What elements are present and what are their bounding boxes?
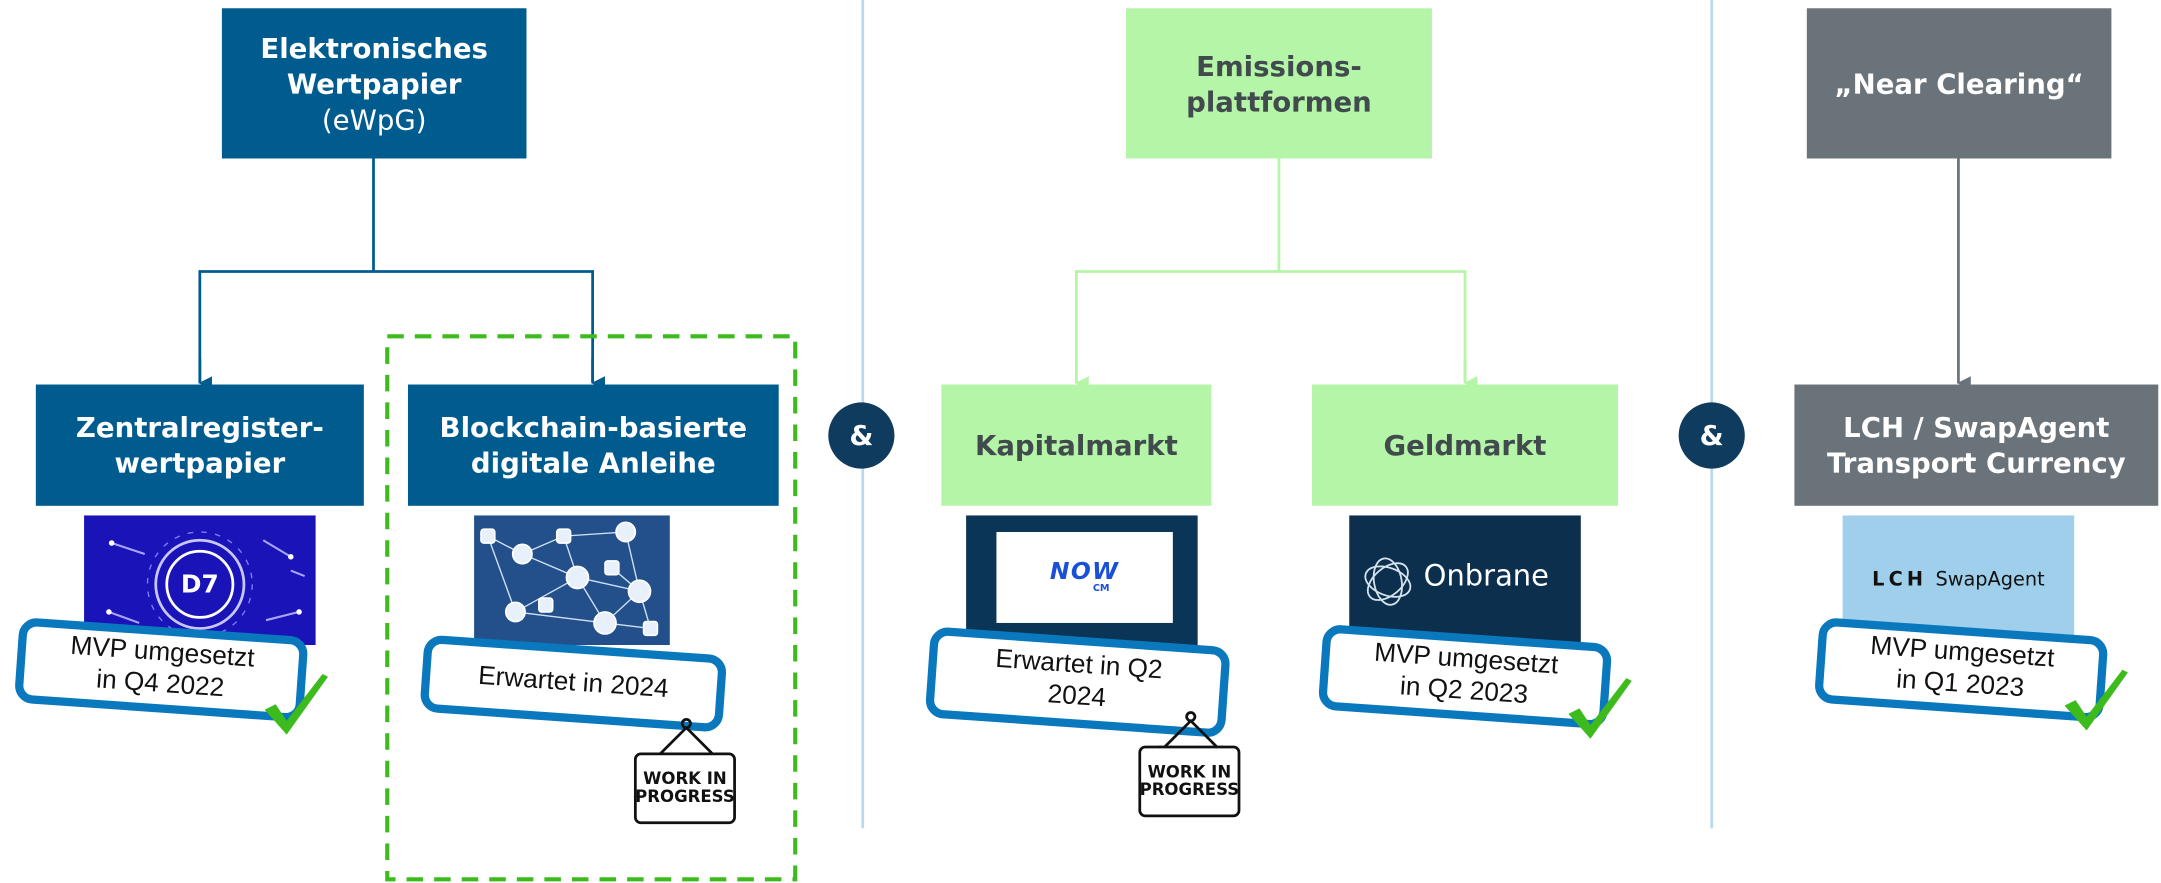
- geldmarkt-box: Geldmarkt: [1312, 384, 1619, 506]
- onbrane-logo-text: Onbrane: [1423, 559, 1549, 593]
- geldmarkt-title: Geldmarkt: [1383, 428, 1547, 462]
- blockchain-network-icon: [480, 521, 659, 637]
- ampersand-separator-1: &: [828, 402, 895, 469]
- work-in-progress-sign-icon: WORK IN PROGRESS: [1136, 710, 1246, 820]
- lch-logo-text: LCH: [1872, 569, 1928, 592]
- onbrane-logo: Onbrane: [1349, 515, 1581, 645]
- blockchain-anleihe-box: Blockchain-basierte digitale Anleihe: [407, 384, 779, 506]
- onbrane-swirl-icon: [1364, 557, 1412, 606]
- clearing-header-box: „Near Clearing“: [1806, 8, 2112, 159]
- blockchain-logo: [474, 515, 670, 645]
- blockchain-anleihe-title: Blockchain-basierte digitale Anleihe: [439, 410, 748, 480]
- status-geldmarkt-text: MVP umgesetzt in Q2 2023: [1373, 638, 1560, 711]
- now-cm-logo-panel: NOW CM: [996, 531, 1173, 623]
- sign-board: WORK IN PROGRESS: [633, 752, 736, 825]
- ampersand-separator-2: &: [1678, 402, 1745, 469]
- ewpg-header-box: Elektronisches Wertpapier (eWpG): [221, 8, 527, 159]
- cm-logo-text: CM: [1092, 582, 1110, 595]
- lch-swapagent-title: LCH / SwapAgent Transport Currency: [1826, 410, 2126, 480]
- emission-header-title: Emissions- plattformen: [1186, 48, 1372, 118]
- connector-ewpg: [198, 158, 595, 382]
- sign-board: WORK IN PROGRESS: [1138, 745, 1241, 818]
- lch-swapagent-box: LCH / SwapAgent Transport Currency: [1794, 384, 2159, 506]
- ampersand-label: &: [849, 418, 874, 453]
- now-cm-logo: NOW CM: [966, 515, 1198, 645]
- connector-emission: [1074, 158, 1467, 382]
- emission-header-box: Emissions- plattformen: [1125, 8, 1432, 159]
- kapitalmarkt-title: Kapitalmarkt: [974, 428, 1178, 462]
- d7-logo-text: D7: [180, 569, 219, 599]
- status-zentralregister-text: MVP umgesetzt in Q4 2022: [69, 632, 256, 704]
- check-icon: [264, 673, 329, 735]
- work-in-progress-sign-icon: WORK IN PROGRESS: [631, 717, 741, 827]
- check-icon: [1568, 678, 1632, 739]
- swapagent-logo-text: SwapAgent: [1935, 569, 2045, 592]
- status-lch-text: MVP umgesetzt in Q1 2023: [1869, 632, 2056, 704]
- ewpg-header-title: Elektronisches Wertpapier: [260, 31, 488, 100]
- zentralregister-box: Zentralregister- wertpapier: [35, 384, 364, 506]
- status-blockchain-text: Erwartet in 2024: [477, 661, 670, 704]
- d7-icon: [106, 531, 305, 638]
- clearing-header-title: „Near Clearing“: [1834, 66, 2084, 100]
- kapitalmarkt-box: Kapitalmarkt: [941, 384, 1212, 506]
- zentralregister-title: Zentralregister- wertpapier: [75, 410, 324, 480]
- check-icon: [2064, 669, 2128, 731]
- now-logo-text: NOW: [1049, 558, 1120, 586]
- ewpg-header-subtitle: (eWpG): [321, 102, 427, 136]
- ampersand-label: &: [1699, 418, 1724, 453]
- dashed-highlight-frame: [385, 334, 798, 882]
- status-kapitalmarkt-text: Erwartet in Q2 2024: [994, 645, 1164, 714]
